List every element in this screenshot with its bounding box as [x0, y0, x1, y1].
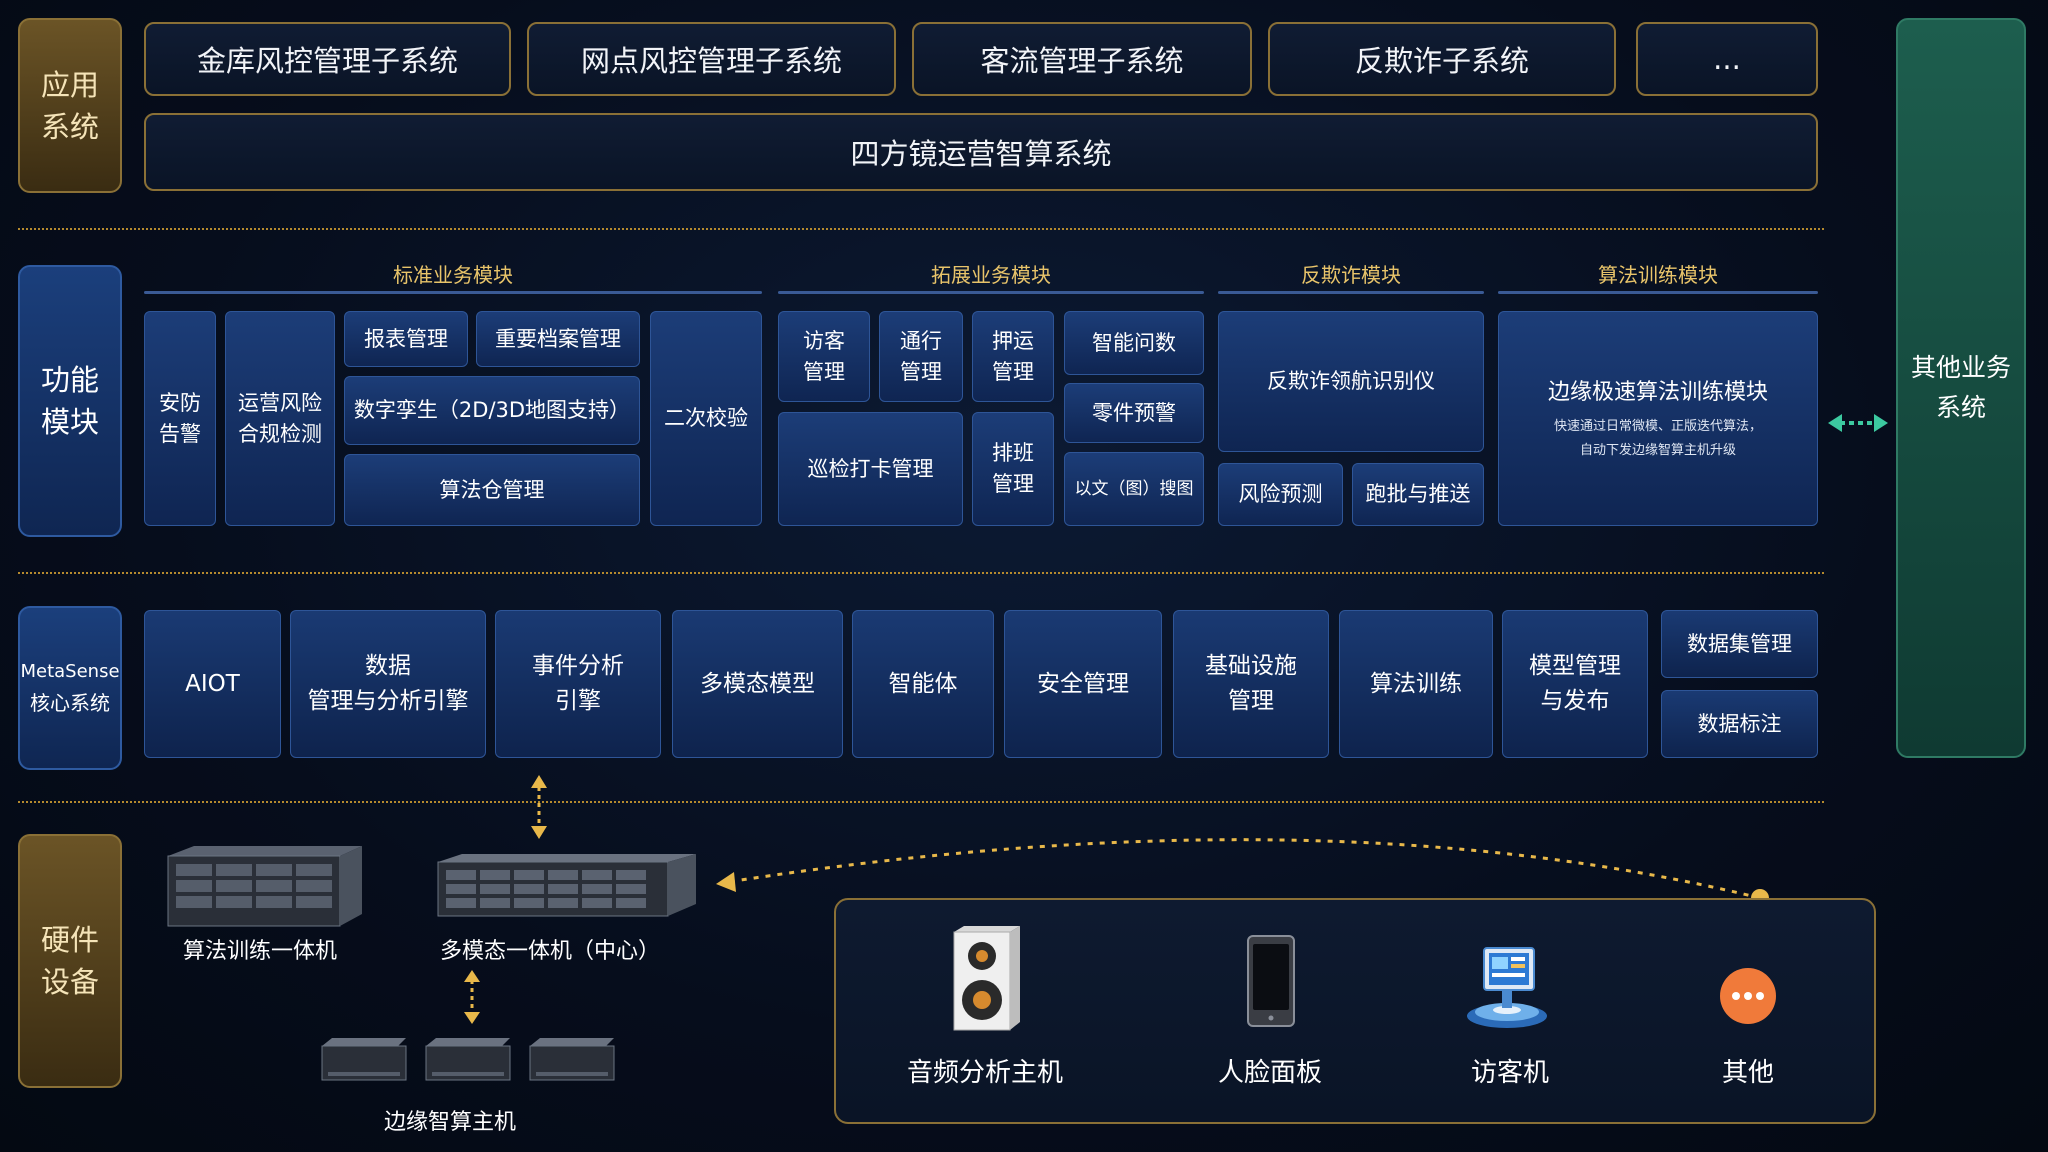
- platform-bar[interactable]: 四方镜运营智算系统: [144, 113, 1818, 191]
- core-data-engine[interactable]: 数据 管理与分析引擎: [290, 610, 486, 758]
- category-training-line: [1498, 291, 1818, 294]
- multimodal-machine-icon: [437, 854, 696, 917]
- other-business-system[interactable]: 其他业务 系统: [1896, 18, 2026, 758]
- training-machine-label: 算法训练一体机: [182, 939, 337, 964]
- edge-host-label: 边缘智算主机: [383, 1110, 516, 1135]
- module-digital-twin[interactable]: 数字孪生（2D/3D地图支持）: [344, 376, 640, 445]
- core-label-sub: MetaSense: [20, 661, 120, 682]
- layer-label-application: 应用 系统: [18, 18, 122, 193]
- category-extended: 拓展业务模块: [931, 263, 1051, 287]
- module-access-mgmt[interactable]: 通行 管理: [879, 311, 963, 402]
- category-antifraud-line: [1218, 291, 1484, 294]
- multimodal-machine-label: 多模态一体机（中心）: [439, 939, 660, 964]
- layer-divider: [18, 801, 1824, 803]
- device-label-other: 其他: [1721, 1058, 1774, 1088]
- app-traffic[interactable]: 客流管理子系统: [912, 22, 1252, 96]
- module-edge-training[interactable]: 边缘极速算法训练模块 快速通过日常微模、正版迭代算法， 自动下发边缘智算主机升级: [1498, 311, 1818, 526]
- module-parts-warning[interactable]: 零件预警: [1064, 383, 1204, 443]
- module-patrol-checkin[interactable]: 巡检打卡管理: [778, 412, 963, 526]
- more-icon: [1720, 968, 1776, 1024]
- core-aiot[interactable]: AIOT: [144, 610, 281, 758]
- module-risk-prediction[interactable]: 风险预测: [1218, 463, 1343, 526]
- module-smart-query[interactable]: 智能问数: [1064, 311, 1204, 375]
- module-text-image-search[interactable]: 以文（图）搜图: [1064, 452, 1204, 526]
- face-panel-icon: [1247, 935, 1295, 1027]
- module-antifraud-device[interactable]: 反欺诈领航识别仪: [1218, 311, 1484, 452]
- edge-host-icon: [321, 1038, 615, 1081]
- device-label-visitor: 访客机: [1470, 1058, 1549, 1088]
- core-label-main: 核心系统: [30, 691, 110, 715]
- vertical-arrow-icon: [531, 775, 547, 839]
- category-training: 算法训练模块: [1598, 263, 1718, 287]
- core-security[interactable]: 安全管理: [1004, 610, 1162, 758]
- device-label-face-panel: 人脸面板: [1217, 1058, 1322, 1088]
- module-algo-repo[interactable]: 算法仓管理: [344, 454, 640, 526]
- layer-divider: [18, 572, 1824, 574]
- app-vault-risk[interactable]: 金库风控管理子系统: [144, 22, 511, 96]
- layer-label-hardware: 硬件 设备: [18, 834, 122, 1088]
- speaker-icon: [953, 926, 1020, 1031]
- layer-label-function: 功能 模块: [18, 265, 122, 537]
- category-standard-line: [144, 291, 762, 294]
- visitor-kiosk-icon: [1467, 947, 1547, 1028]
- other-system-label: 其他业务 系统: [1910, 353, 2011, 422]
- core-dataset-mgmt[interactable]: 数据集管理: [1661, 610, 1818, 678]
- module-secondary-check[interactable]: 二次校验: [650, 311, 762, 526]
- category-standard: 标准业务模块: [393, 263, 513, 287]
- training-machine-icon: [167, 846, 362, 927]
- module-security-alarm[interactable]: 安防 告警: [144, 311, 216, 526]
- core-algo-training[interactable]: 算法训练: [1339, 610, 1493, 758]
- module-archive-mgmt[interactable]: 重要档案管理: [476, 311, 640, 367]
- edge-training-title: 边缘极速算法训练模块: [1547, 379, 1768, 405]
- module-escort-mgmt[interactable]: 押运 管理: [972, 311, 1054, 402]
- category-extended-line: [778, 291, 1204, 294]
- bidirectional-arrow-icon: [1828, 414, 1888, 432]
- layer-divider: [18, 228, 1824, 230]
- layer-label-core: MetaSense 核心系统: [18, 606, 122, 770]
- module-shift-mgmt[interactable]: 排班 管理: [972, 412, 1054, 526]
- core-model-mgmt[interactable]: 模型管理 与发布: [1502, 610, 1648, 758]
- module-risk-compliance[interactable]: 运营风险 合规检测: [225, 311, 335, 526]
- core-multimodal[interactable]: 多模态模型: [672, 610, 843, 758]
- core-infra[interactable]: 基础设施 管理: [1173, 610, 1329, 758]
- core-agent[interactable]: 智能体: [852, 610, 994, 758]
- core-event-engine[interactable]: 事件分析 引擎: [495, 610, 661, 758]
- device-label-audio: 音频分析主机: [906, 1058, 1063, 1088]
- module-batch-push[interactable]: 跑批与推送: [1352, 463, 1484, 526]
- category-antifraud: 反欺诈模块: [1301, 263, 1401, 287]
- app-branch-risk[interactable]: 网点风控管理子系统: [527, 22, 896, 96]
- app-more[interactable]: ...: [1636, 22, 1818, 96]
- module-visitor-mgmt[interactable]: 访客 管理: [778, 311, 870, 402]
- app-antifraud[interactable]: 反欺诈子系统: [1268, 22, 1616, 96]
- edge-training-desc: 快速通过日常微模、正版迭代算法， 自动下发边缘智算主机升级: [1553, 418, 1762, 458]
- module-report-mgmt[interactable]: 报表管理: [344, 311, 468, 367]
- edge-arrow-icon: [464, 970, 480, 1024]
- core-data-labeling[interactable]: 数据标注: [1661, 690, 1818, 758]
